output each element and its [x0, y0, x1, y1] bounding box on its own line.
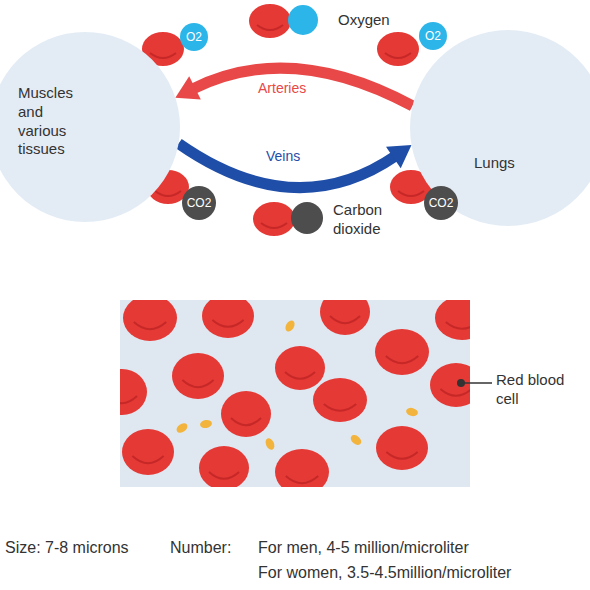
- blood-cell-crease: [209, 472, 239, 479]
- blood-cell-crease: [231, 418, 261, 425]
- blood-cell-crease: [440, 389, 470, 396]
- arrowhead: [175, 76, 200, 99]
- blood-cell: [275, 346, 325, 390]
- blood-cell: [123, 300, 177, 341]
- platelet: [175, 421, 189, 434]
- oxygen-bubble: O2: [419, 22, 447, 50]
- vein-arrow: [179, 143, 412, 187]
- blood-cell-crease: [134, 322, 166, 329]
- count-men: For men, 4-5 million/microliter: [258, 538, 469, 558]
- platelet: [284, 319, 297, 333]
- arrowhead: [386, 145, 411, 168]
- blood-cell-crease: [386, 356, 418, 363]
- blood-cell-crease: [182, 380, 213, 387]
- node-label: Lungs: [474, 154, 554, 173]
- blood-cell: [122, 429, 174, 475]
- carbon-dioxide-bubble: CO2: [424, 186, 458, 220]
- legend-swatch: [291, 202, 323, 234]
- legend-text: Carbon dioxide: [333, 201, 405, 239]
- oxygen-bubble: O2: [180, 23, 208, 51]
- blood-cell: [221, 391, 271, 437]
- blood-cell: [435, 300, 470, 340]
- edge-label: Veins: [266, 148, 300, 166]
- gas-label: O2: [425, 30, 441, 42]
- blood-cell: [199, 446, 249, 487]
- cell-label: Red blood cell: [496, 371, 586, 409]
- connector-line: [192, 68, 412, 106]
- connector-line: [179, 143, 396, 187]
- blood-cell: [376, 426, 428, 470]
- platelet: [405, 407, 419, 418]
- blood-cell-crease: [386, 452, 417, 459]
- blood-cell-crease: [120, 396, 137, 403]
- gas-label: CO2: [429, 197, 454, 209]
- blood-cell: [202, 300, 254, 338]
- blood-cell-crease: [446, 322, 470, 329]
- count-women: For women, 3.5-4.5million/microliter: [258, 563, 511, 583]
- legend-text: Oxygen: [338, 11, 428, 30]
- leader-line: [461, 382, 492, 384]
- blood-cell-crease: [132, 456, 163, 463]
- blood-cell: [320, 300, 370, 335]
- node-label: Muscles and various tissues: [18, 84, 82, 159]
- platelet: [349, 433, 363, 447]
- blood-cell: [313, 378, 367, 422]
- blood-cell-crease: [286, 476, 318, 483]
- blood-cell-crease: [285, 372, 315, 379]
- blood-cell-crease: [324, 404, 356, 411]
- blood-cell: [172, 353, 224, 399]
- gas-label: O2: [186, 31, 202, 43]
- size-note: Size: 7-8 microns: [5, 538, 129, 558]
- blood-cell-crease: [212, 320, 243, 327]
- number-heading: Number:: [170, 538, 231, 558]
- gas-label: CO2: [187, 197, 212, 209]
- blood-cell-crease: [330, 316, 360, 323]
- edge-label: Arteries: [258, 80, 306, 98]
- platelet: [199, 419, 212, 429]
- blood-cell: [120, 369, 147, 415]
- blood-cell: [375, 329, 429, 375]
- tissue-circle: Muscles and various tissues: [0, 32, 180, 222]
- platelet: [264, 437, 276, 451]
- carbon-dioxide-bubble: CO2: [182, 186, 216, 220]
- legend-swatch: [288, 5, 318, 35]
- blood-cells: [120, 300, 470, 487]
- blood-cell: [275, 449, 329, 487]
- artery-arrow: [175, 68, 412, 106]
- blood-cell: [430, 363, 470, 407]
